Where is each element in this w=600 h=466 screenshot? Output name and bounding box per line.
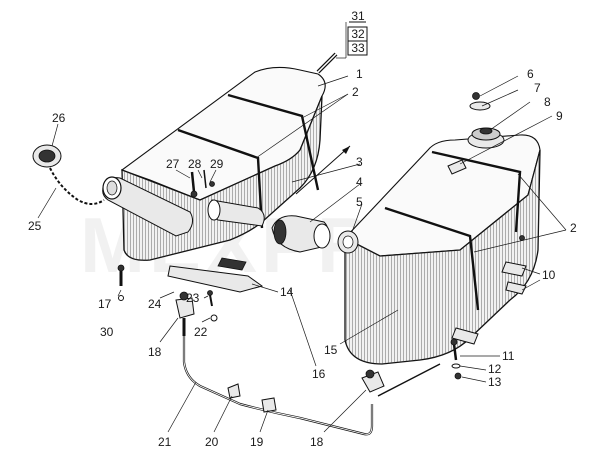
callout-31: 31 (351, 9, 365, 23)
callout-18-right: 18 (310, 435, 324, 449)
fuel-cap-with-chain (32, 144, 105, 205)
callout-27: 27 (166, 157, 180, 171)
fuel-valve-left (175, 291, 195, 336)
callout-8: 8 (544, 95, 551, 109)
callout-30: 30 (100, 325, 114, 339)
callout-2-right: 2 (570, 221, 577, 235)
callout-labels: 31 32 33 1 2 3 4 5 6 7 8 9 2 10 11 12 13… (28, 9, 577, 449)
right-fuel-tank (344, 92, 541, 365)
fuel-line-assembly (182, 336, 441, 436)
callout-15: 15 (324, 343, 338, 357)
bolts-27-29 (190, 169, 215, 198)
callout-4: 4 (356, 175, 363, 189)
bolts-left (117, 264, 218, 322)
callout-18-left: 18 (148, 345, 162, 359)
callout-24: 24 (148, 297, 162, 311)
callout-29: 29 (210, 157, 224, 171)
callout-11: 11 (502, 349, 515, 363)
callout-17: 17 (98, 297, 112, 311)
callout-16: 16 (312, 367, 326, 381)
callout-26: 26 (52, 111, 66, 125)
filler-neck (102, 176, 194, 237)
callout-23: 23 (186, 291, 200, 305)
callout-13: 13 (488, 375, 502, 389)
connector-parts (271, 215, 359, 254)
mounting-bracket-24 (167, 257, 264, 293)
callout-33: 33 (351, 41, 365, 55)
callout-28: 28 (188, 157, 202, 171)
callout-1: 1 (356, 67, 363, 81)
callout-14: 14 (280, 285, 294, 299)
left-fuel-tank (102, 66, 326, 261)
leader-lines (37, 22, 567, 433)
callout-7: 7 (534, 81, 541, 95)
outlet-fitting-left (207, 199, 265, 227)
callout-box-33 (347, 40, 368, 56)
callout-25: 25 (28, 219, 42, 233)
callout-2-left: 2 (352, 85, 359, 99)
callout-12: 12 (488, 362, 502, 376)
callout-22: 22 (194, 325, 208, 339)
callout-10: 10 (542, 268, 556, 282)
filler-cap-right (467, 92, 505, 149)
callout-3: 3 (356, 155, 363, 169)
callout-9: 9 (556, 109, 563, 123)
callout-19: 19 (250, 435, 264, 449)
callout-5: 5 (356, 195, 363, 209)
callout-21: 21 (158, 435, 172, 449)
fuel-valve-right (361, 369, 385, 393)
callout-6: 6 (527, 67, 534, 81)
brackets-10 (501, 235, 527, 295)
callout-32: 32 (351, 27, 365, 41)
callout-20: 20 (205, 435, 219, 449)
